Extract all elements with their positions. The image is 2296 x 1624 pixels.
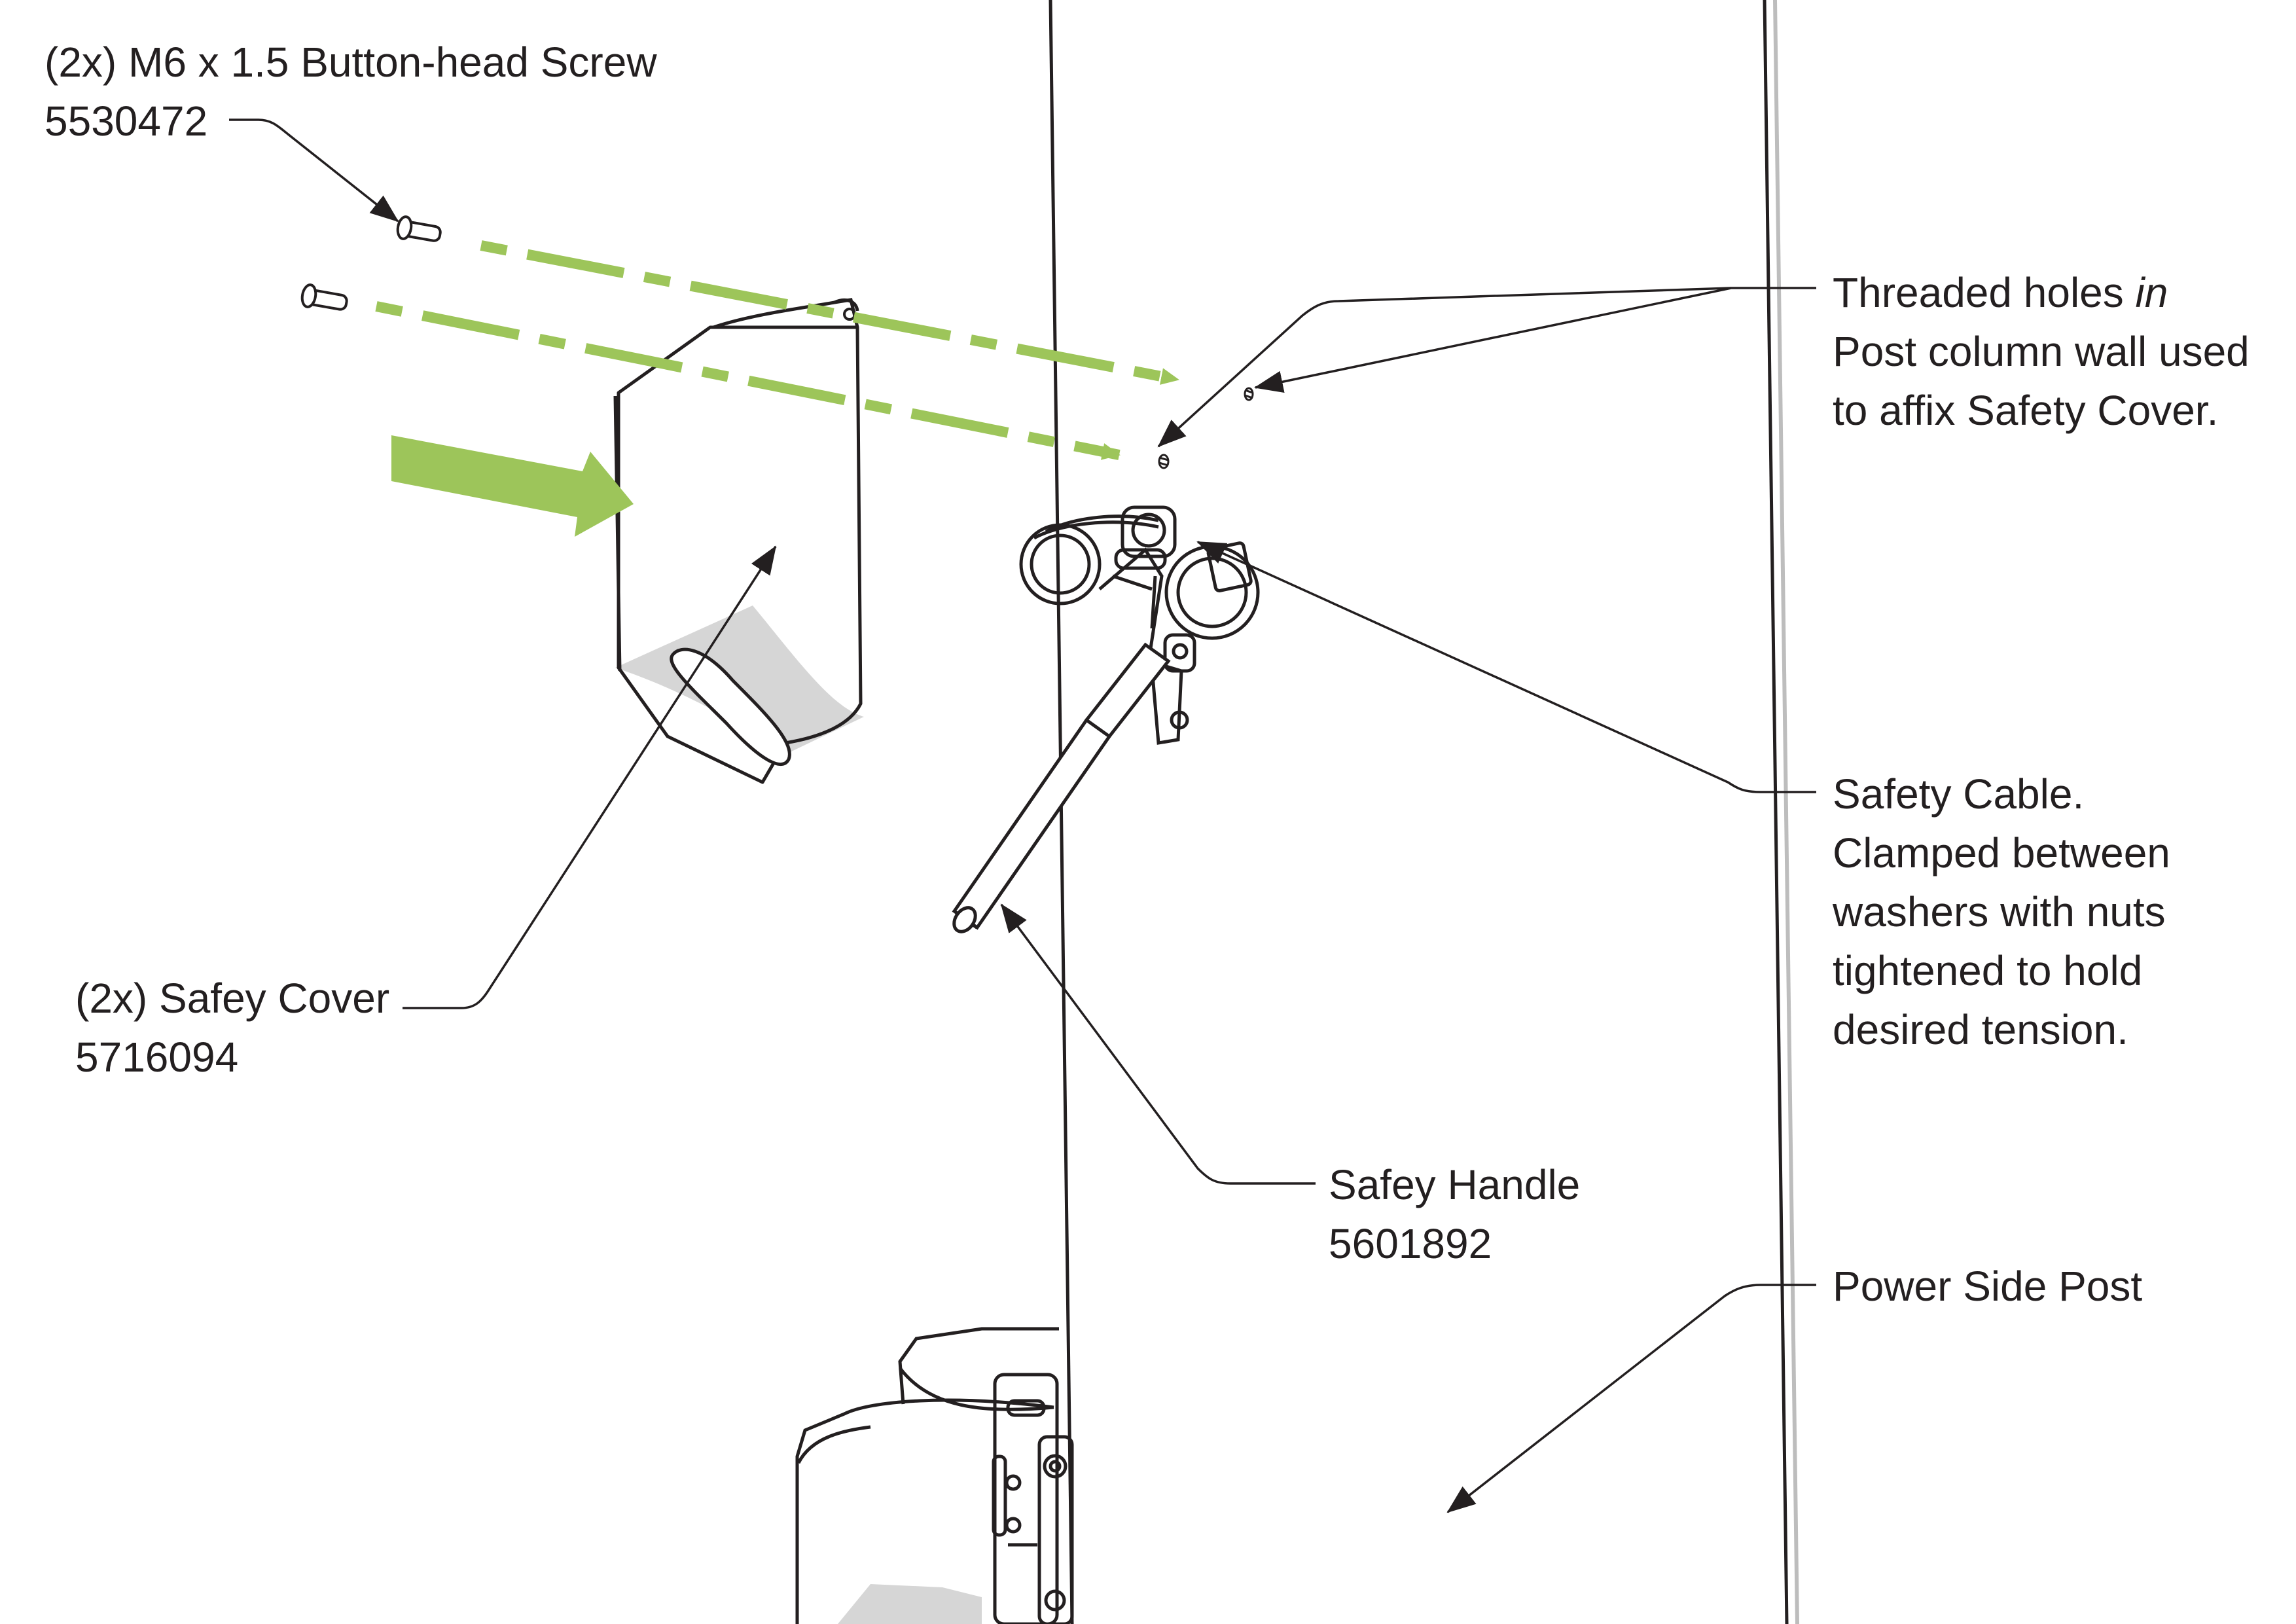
button-head-screw-lower: [300, 283, 348, 311]
safety-handle-part-number: 5601892: [1329, 1220, 1492, 1267]
button-head-screw-upper: [396, 215, 442, 242]
callout-threaded-holes: Threaded holes in Post column wall used …: [1833, 263, 2250, 440]
safety-cable-line4: tightened to hold: [1833, 947, 2143, 994]
lower-bracket-shadow: [838, 1584, 982, 1624]
leader-power-side-post: [1446, 1284, 1816, 1513]
threaded-holes-emphasis: in: [2135, 269, 2168, 316]
screw-part-number: 5530472: [45, 98, 208, 145]
safety-handle-description: Safey Handle: [1329, 1161, 1581, 1208]
threaded-holes-line1-text: Threaded holes: [1833, 269, 2136, 316]
leader-threaded-hole-lower: [1157, 287, 1732, 448]
safety-cable-line2: Clamped between: [1833, 829, 2170, 876]
safety-cable-line3: washers with nuts: [1833, 888, 2166, 935]
safety-cover-part-number: 5716094: [75, 1034, 239, 1081]
threaded-holes-line2: Post column wall used: [1833, 328, 2250, 375]
leader-safety-handle: [1000, 903, 1316, 1185]
leader-lines: [229, 118, 1816, 1513]
screw-description: (2x) M6 x 1.5 Button-head Screw: [45, 39, 657, 86]
screw-insertion-paths: [375, 240, 1179, 460]
leader-safety-cover: [403, 545, 777, 1009]
power-side-post: [1049, 0, 1799, 1624]
insert-direction-arrow: [391, 435, 634, 537]
threaded-holes: [1158, 387, 1254, 469]
callout-power-side-post: Power Side Post: [1833, 1257, 2142, 1316]
threaded-holes-line1: Threaded holes in: [1833, 263, 2250, 322]
callout-safety-handle: Safey Handle 5601892: [1329, 1155, 1580, 1273]
safety-cable-line5: desired tension.: [1833, 1006, 2128, 1053]
leader-threaded-hole-upper: [1254, 287, 1816, 393]
leader-safety-cable: [1196, 541, 1816, 793]
safety-cable-line1: Safety Cable.: [1833, 770, 2085, 818]
lower-bracket-assembly: [795, 1327, 1074, 1624]
power-side-post-label: Power Side Post: [1833, 1263, 2143, 1310]
callout-safety-cable: Safety Cable. Clamped between washers wi…: [1833, 765, 2170, 1059]
safety-cover: [613, 298, 864, 784]
callout-button-head-screw: (2x) M6 x 1.5 Button-head Screw 5530472: [45, 33, 657, 151]
leader-screw: [229, 118, 399, 223]
safety-handle: [952, 642, 1171, 933]
callout-safety-cover: (2x) Safey Cover 5716094: [75, 969, 389, 1087]
threaded-holes-line3: to affix Safety Cover.: [1833, 387, 2219, 434]
safety-cover-description: (2x) Safey Cover: [75, 975, 390, 1022]
